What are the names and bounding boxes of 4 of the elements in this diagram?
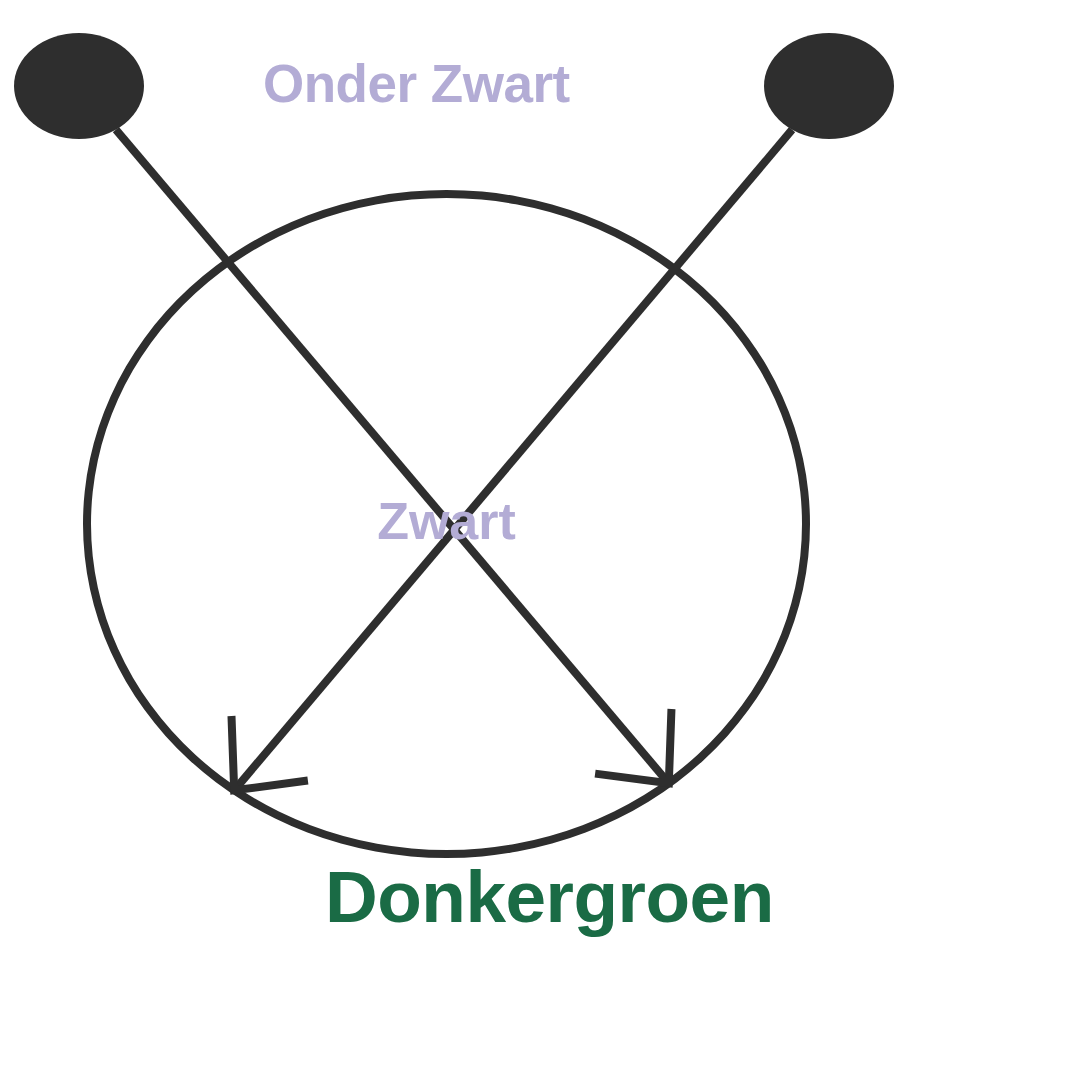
arrow [112,127,676,788]
heading-text: Onder Zwart [263,57,570,110]
circle-outline [83,190,810,858]
arrow [227,127,796,795]
